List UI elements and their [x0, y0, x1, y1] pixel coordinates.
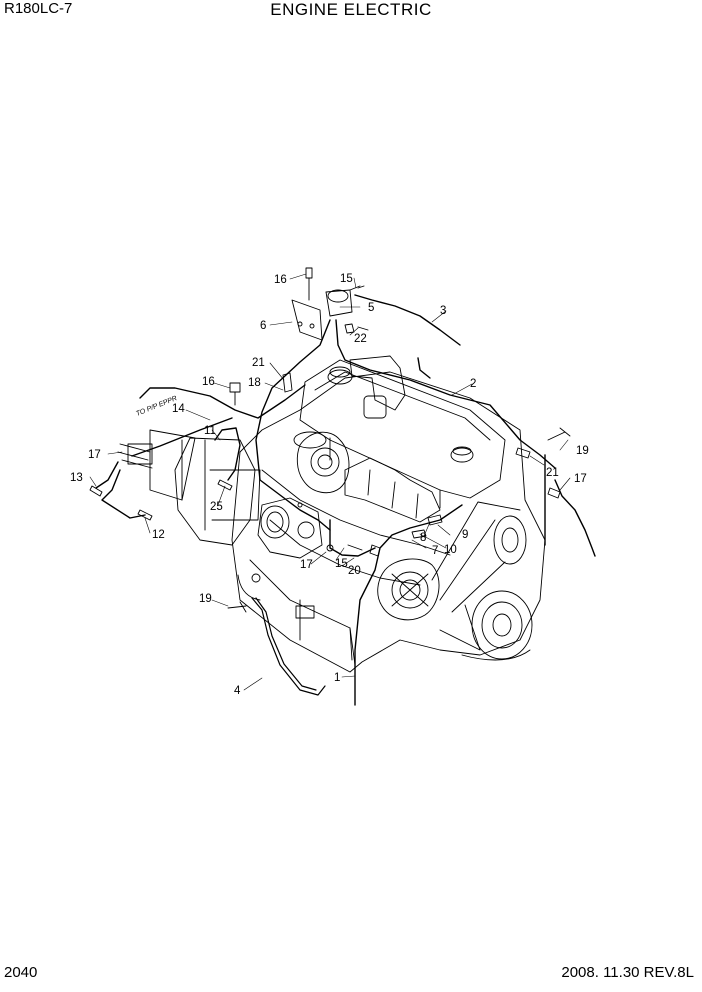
engine-block-outline: [231, 371, 546, 673]
bolt-19-right: [547, 427, 571, 441]
callout-6: 6: [260, 320, 266, 332]
page-number: 2040: [4, 964, 38, 981]
callout-7: 7: [432, 545, 438, 557]
callout-20: 20: [348, 565, 361, 577]
crank-pulley: [471, 590, 533, 660]
wiring-harness-13: [95, 461, 119, 489]
callout-15-lower: 15: [335, 558, 348, 570]
page-title: ENGINE ELECTRIC: [270, 0, 432, 19]
callout-10: 10: [444, 544, 457, 556]
fan-pulley: [493, 515, 527, 565]
callouts: 1 2 3 4 5 6 7 8 9 10 11 12 13 14 15 15 1…: [70, 273, 589, 697]
callout-13: 13: [70, 472, 83, 484]
wiring-harness-11: [214, 427, 241, 481]
wiring-harness-3: [354, 294, 461, 346]
callout-8: 8: [420, 532, 426, 544]
callout-16-left: 16: [202, 376, 215, 388]
sensor-10: [411, 529, 427, 539]
wiring-harness-right: [554, 479, 596, 557]
callout-17-lower: 17: [300, 559, 313, 571]
breather-cap: [450, 447, 474, 463]
callout-21-left: 21: [252, 357, 265, 369]
callout-17-left: 17: [88, 449, 101, 461]
ground-cable: [251, 597, 326, 696]
intake-pipe: [349, 355, 406, 411]
callout-15-top: 15: [340, 273, 353, 285]
callout-18: 18: [248, 377, 261, 389]
relay: [325, 289, 353, 317]
exhaust-manifold: [344, 457, 441, 523]
model-code: R180LC-7: [4, 0, 73, 17]
callout-5: 5: [368, 302, 374, 314]
leader-lines: [89, 273, 571, 691]
callout-1: 1: [334, 672, 340, 684]
callout-11: 11: [204, 425, 216, 437]
callout-19-right: 19: [576, 445, 589, 457]
turbocharger: [296, 431, 350, 494]
bolt-15-top: [349, 285, 365, 291]
callout-22: 22: [354, 333, 367, 345]
sensor-8: [427, 514, 443, 526]
date-revision: 2008. 11.30 REV.8L: [561, 964, 694, 981]
callout-19-left: 19: [199, 593, 212, 605]
wiring-harness-main: [329, 504, 463, 706]
flywheel-housing: [174, 437, 256, 546]
callout-25: 25: [210, 501, 223, 513]
bolt-15-lower: [347, 544, 363, 551]
callout-12: 12: [152, 529, 165, 541]
callout-9: 9: [462, 529, 468, 541]
alternator: [377, 558, 440, 621]
callout-4: 4: [234, 685, 241, 697]
wiring-harness-14: [139, 384, 306, 419]
callout-2: 2: [470, 378, 476, 390]
valve-cover: [299, 359, 506, 499]
relay-bracket: [291, 299, 323, 341]
callout-17-right: 17: [574, 473, 587, 485]
callout-21-right: 21: [546, 467, 559, 479]
starter-motor: [257, 497, 323, 559]
bolt-16-top: [305, 267, 313, 301]
bolt-22: [357, 326, 369, 331]
bolt-16-left: [229, 382, 241, 406]
callout-16-top: 16: [274, 274, 287, 286]
clamp-18: [282, 372, 293, 393]
fan-belt: [431, 501, 521, 613]
oil-filler-cap: [327, 369, 353, 385]
callout-14: 14: [172, 403, 185, 415]
bolt-19-left: [227, 601, 247, 613]
callout-3: 3: [440, 305, 446, 317]
